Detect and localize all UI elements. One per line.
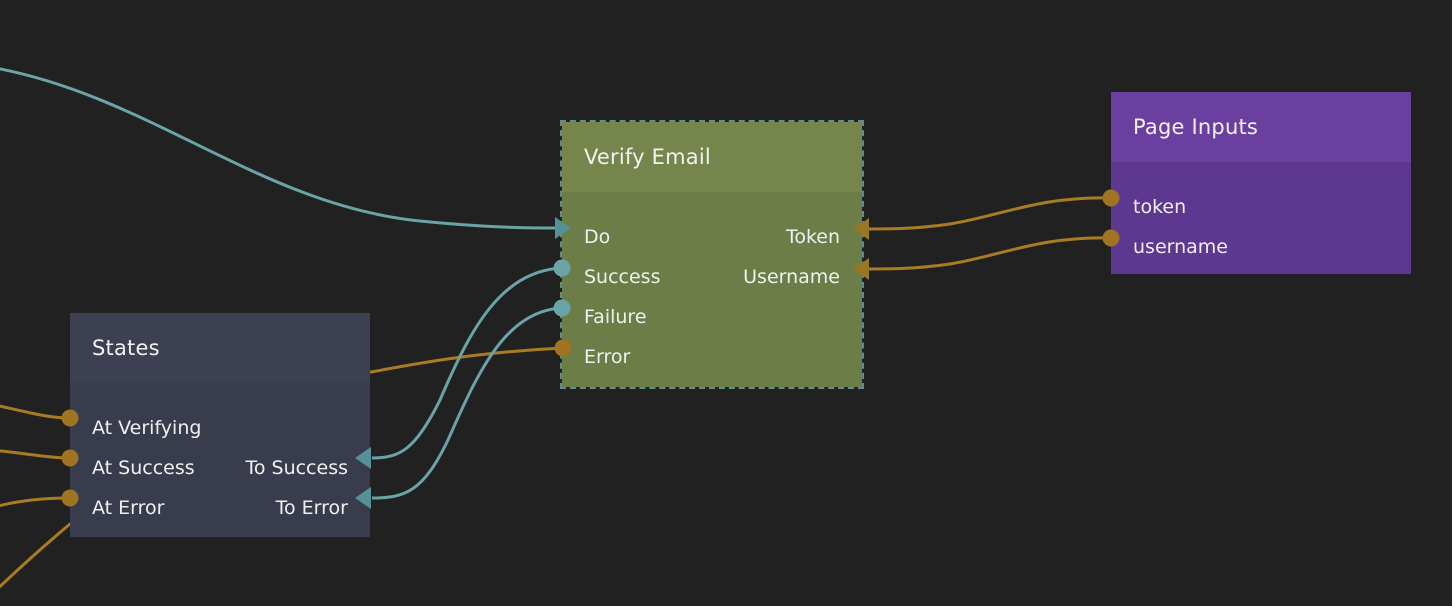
port-row-success[interactable]: Success Username [562, 257, 862, 297]
wire-at-error-offscreen [0, 496, 71, 508]
node-page-inputs-body: token username [1111, 162, 1411, 274]
node-verify-email-title: Verify Email [584, 145, 711, 169]
port-row-error[interactable]: Error [562, 337, 862, 377]
port-label-token: Token [785, 226, 840, 248]
wire-token-to-token [865, 196, 1112, 231]
pin-do-arrow-icon[interactable] [555, 217, 571, 239]
port-label-at-success: At Success [92, 457, 195, 479]
node-verify-email[interactable]: Verify Email Do Token Success Username F… [562, 122, 862, 387]
wire-at-verifying-offscreen [0, 404, 71, 420]
port-row-at-success[interactable]: At Success To Success [70, 448, 370, 488]
port-label-username-input: username [1133, 236, 1228, 258]
node-page-inputs-header[interactable]: Page Inputs [1111, 92, 1411, 162]
pin-at-verifying[interactable] [61, 409, 79, 427]
node-states[interactable]: States At Verifying At Success To Succes… [70, 313, 370, 537]
pin-error[interactable] [554, 339, 572, 357]
node-verify-email-body: Do Token Success Username Failure Error [562, 192, 862, 387]
port-label-to-error: To Error [275, 497, 348, 519]
port-row-do[interactable]: Do Token [562, 217, 862, 257]
port-label-success: Success [584, 266, 661, 288]
node-page-inputs[interactable]: Page Inputs token username [1111, 92, 1411, 274]
wire-offscreen-to-do [0, 67, 557, 230]
node-states-header[interactable]: States [70, 313, 370, 383]
pin-username-arrow-icon[interactable] [853, 258, 869, 280]
pin-to-error-arrow-icon[interactable] [355, 487, 371, 509]
port-row-failure[interactable]: Failure [562, 297, 862, 337]
port-row-at-verifying[interactable]: At Verifying [70, 408, 370, 448]
node-states-title: States [92, 336, 160, 360]
pin-to-success-arrow-icon[interactable] [355, 447, 371, 469]
port-label-at-error: At Error [92, 497, 165, 519]
wire-failure-to-toerror [371, 306, 562, 500]
pin-at-success[interactable] [61, 449, 79, 467]
port-row-token-input[interactable]: token [1111, 187, 1411, 227]
pin-token-arrow-icon[interactable] [853, 218, 869, 240]
port-label-token-input: token [1133, 196, 1187, 218]
port-row-at-error[interactable]: At Error To Error [70, 488, 370, 528]
pin-success[interactable] [553, 259, 571, 277]
port-label-failure: Failure [584, 306, 647, 328]
port-label-username: Username [743, 266, 840, 288]
node-verify-email-header[interactable]: Verify Email [562, 122, 862, 192]
port-label-do: Do [584, 226, 611, 248]
port-row-username-input[interactable]: username [1111, 227, 1411, 267]
wire-at-success-offscreen [0, 449, 71, 460]
pin-failure[interactable] [553, 299, 571, 317]
pin-token-input[interactable] [1102, 189, 1120, 207]
port-label-at-verifying: At Verifying [92, 417, 202, 439]
node-page-inputs-title: Page Inputs [1133, 115, 1259, 139]
pin-at-error[interactable] [61, 489, 79, 507]
port-label-to-success: To Success [245, 457, 348, 479]
wire-success-to-tosuccess [371, 266, 562, 460]
port-label-error: Error [584, 346, 631, 368]
pin-username-input[interactable] [1102, 229, 1120, 247]
node-states-body: At Verifying At Success To Success At Er… [70, 383, 370, 537]
wire-username-to-username [865, 236, 1112, 271]
